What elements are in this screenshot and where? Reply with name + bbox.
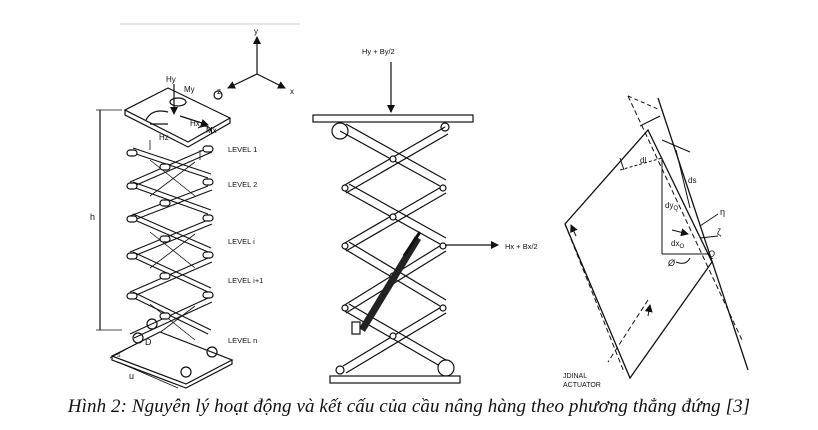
level-label: LEVEL n [228, 336, 257, 345]
top-load-label: Hy + By/2 [362, 47, 395, 56]
right-panel: dl ds dyQ dxO η ζ Q Ø JDINAL ACTUATOR [563, 95, 749, 389]
base-wheel [206, 346, 218, 358]
middle-base-platform [329, 375, 461, 384]
platform-curve [145, 110, 169, 121]
middle-base-roller [437, 359, 455, 377]
hz-label: Hz [159, 133, 169, 142]
hx-arrow [179, 115, 209, 127]
right-main-line [657, 97, 749, 371]
platform-knob [213, 90, 223, 100]
side-load-label: Hx + Bx/2 [505, 242, 538, 251]
cylinder-mount [351, 321, 361, 335]
u-dimension [117, 361, 179, 389]
phi-label: Ø [667, 258, 676, 268]
dl-label: dl [640, 156, 646, 165]
base-edge [111, 356, 233, 389]
zeta-label: ζ [717, 227, 721, 237]
base-wheel [146, 318, 158, 330]
s-dimension [109, 343, 137, 359]
hx-label: Hx [190, 119, 200, 128]
eta-label: η [720, 207, 725, 217]
right-dashed-line [627, 95, 743, 341]
figure: y z x Hy My Hz Hx Mx [90, 23, 749, 389]
level-label: LEVEL 2 [228, 180, 257, 189]
pivot-pins [126, 145, 214, 320]
left-panel: y z x Hy My Hz Hx Mx [90, 23, 300, 389]
axis-x-label: x [290, 87, 294, 96]
middle-panel: Hy + By/2 [312, 47, 538, 384]
mx-label: Mx [206, 126, 217, 135]
level-label: LEVEL i+1 [228, 276, 263, 285]
actuator-label-line2: ACTUATOR [563, 382, 601, 389]
scissor-stack [129, 140, 213, 341]
u-label: u [129, 371, 134, 381]
d-label: D [145, 337, 152, 347]
dyq-label: dyQ [665, 201, 678, 212]
q-label: Q [708, 249, 715, 259]
mx-moment-arc [197, 125, 213, 135]
middle-base-pin [335, 365, 345, 375]
s-label: s [117, 352, 121, 359]
middle-top-platform [312, 114, 474, 123]
actuator-dashed [564, 223, 625, 373]
base-wheel [180, 366, 192, 378]
figure-svg: y z x Hy My Hz Hx Mx [90, 23, 749, 389]
ds-label: ds [688, 176, 696, 185]
hydraulic-rod [402, 231, 422, 257]
dxq-label: dxO [671, 239, 684, 250]
figure-caption: Hình 2: Nguyên lý hoạt động và kết cấu c… [67, 396, 751, 417]
actuator-label-line1: JDINAL [563, 373, 587, 380]
middle-pins [341, 155, 447, 340]
right-linkage [564, 128, 713, 380]
hydraulic-cylinder [359, 236, 421, 332]
level-label: LEVEL 1 [228, 145, 257, 154]
hy-label: Hy [166, 75, 176, 84]
level-label: LEVEL i [228, 237, 255, 246]
coordinate-axes [227, 36, 286, 89]
h-label: h [90, 212, 95, 222]
axis-y-label: y [254, 27, 258, 36]
base-wheel [132, 332, 144, 344]
my-label: My [184, 85, 195, 94]
top-platform-edge [124, 110, 231, 148]
my-moment-arc [169, 97, 187, 107]
